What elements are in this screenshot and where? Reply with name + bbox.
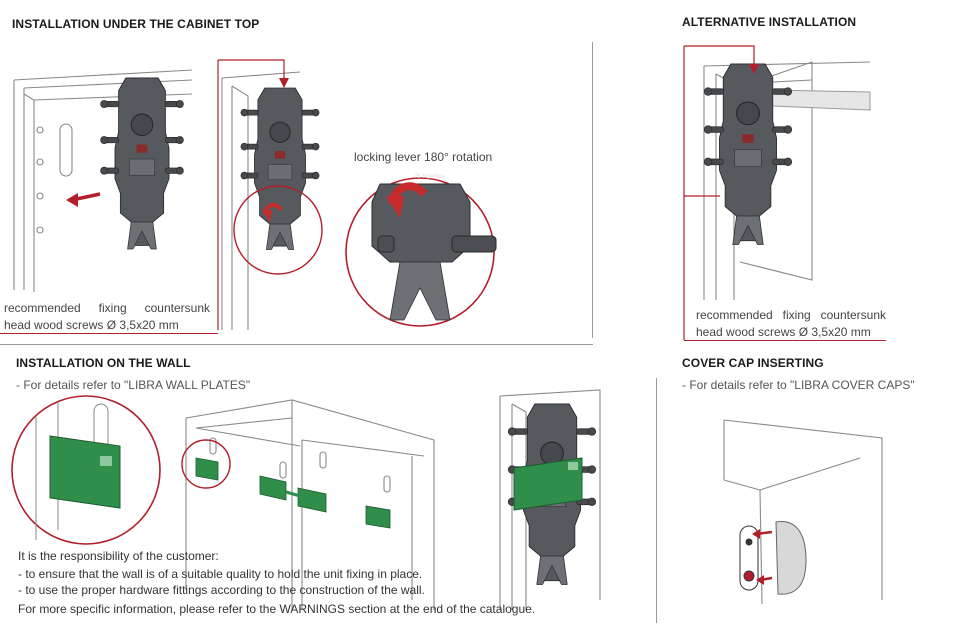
warning-line-1: It is the responsibility of the customer… <box>18 549 219 563</box>
device-2 <box>240 87 320 250</box>
screws-underline-2 <box>684 340 886 341</box>
cover-cap-cabinet <box>723 419 883 605</box>
wall-cabinets <box>185 399 435 610</box>
title-alternative: ALTERNATIVE INSTALLATION <box>682 15 857 29</box>
screws-underline-1 <box>0 333 218 334</box>
screws-note-2-line2: head wood screws Ø 3,5x20 mm <box>696 325 871 339</box>
warning-line-2: - to ensure that the wall is of a suitab… <box>18 567 423 581</box>
warning-line-4: For more specific information, please re… <box>18 602 536 616</box>
device-3 <box>703 63 793 245</box>
subtitle-wall: - For details refer to "LIBRA WALL PLATE… <box>16 378 251 392</box>
screws-note-1-line2: head wood screws Ø 3,5x20 mm <box>4 318 179 332</box>
zoom-detail: 76 Kg=Max <box>371 174 497 321</box>
arrow-left-icon <box>752 529 760 539</box>
device-1 <box>100 77 184 250</box>
title-wall: INSTALLATION ON THE WALL <box>16 356 191 370</box>
wall-plates <box>195 457 391 529</box>
screws-note-1-line1: recommended fixing countersunk <box>4 301 210 315</box>
arrow-left-icon <box>756 575 764 585</box>
vertical-divider-bottom <box>656 378 657 623</box>
zoom-label-text: 76 Kg=Max <box>414 174 445 180</box>
detail-circle-small <box>233 185 323 275</box>
subtitle-cover-cap: - For details refer to "LIBRA COVER CAPS… <box>682 378 915 392</box>
callout-locking-lever: locking lever 180° rotation <box>354 150 493 164</box>
cabinet-side-left <box>13 69 193 292</box>
screws-note-2-line1: recommended fixing countersunk <box>696 308 886 322</box>
title-cover-cap: COVER CAP INSERTING <box>682 356 824 370</box>
wall-zoom <box>11 395 161 545</box>
warning-line-3: - to use the proper hardware fittings ac… <box>18 583 425 597</box>
vertical-divider-top <box>592 42 593 338</box>
horizontal-divider-left <box>0 344 593 345</box>
title-under-cabinet: INSTALLATION UNDER THE CABINET TOP <box>12 17 260 31</box>
